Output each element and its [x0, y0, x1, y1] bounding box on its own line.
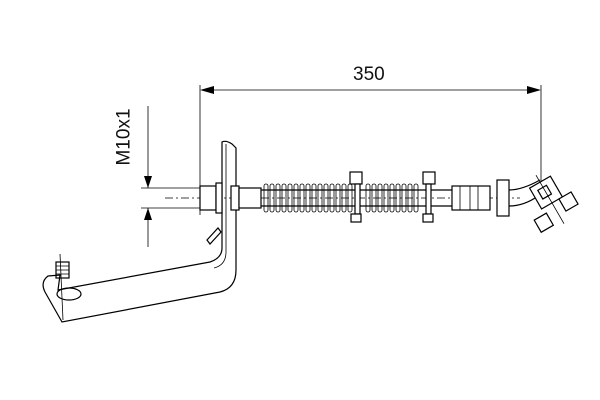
spring-coil — [269, 183, 275, 213]
length-dimension-label: 350 — [353, 64, 385, 85]
spring-coil — [413, 183, 419, 213]
spring-coil — [377, 183, 383, 213]
hose-clamp-2 — [422, 171, 436, 223]
spring-coil — [407, 183, 413, 213]
spring-coil — [389, 183, 395, 213]
spring-coil — [371, 183, 377, 213]
hose-clamp-1 — [349, 171, 363, 223]
spring-coil — [263, 183, 269, 213]
right-fitting — [451, 175, 579, 234]
spring-coil — [311, 183, 317, 213]
left-fitting — [199, 182, 262, 214]
thread-dimension-line — [141, 106, 210, 247]
spring-coil — [365, 183, 371, 213]
spring-coil — [281, 183, 287, 213]
protective-spring — [263, 183, 419, 213]
spring-coil — [335, 183, 341, 213]
thread-dimension-label: M10x1 — [113, 108, 135, 166]
spring-coil — [293, 183, 299, 213]
spring-coil — [299, 183, 305, 213]
spring-coil — [323, 183, 329, 213]
spring-coil — [275, 183, 281, 213]
spring-coil — [401, 183, 407, 213]
spring-coil — [395, 183, 401, 213]
spring-coil — [383, 183, 389, 213]
spring-coil — [341, 183, 347, 213]
mounting-bracket — [42, 140, 237, 323]
spring-coil — [287, 183, 293, 213]
spring-coil — [329, 183, 335, 213]
spring-coil — [317, 183, 323, 213]
spring-coil — [305, 183, 311, 213]
